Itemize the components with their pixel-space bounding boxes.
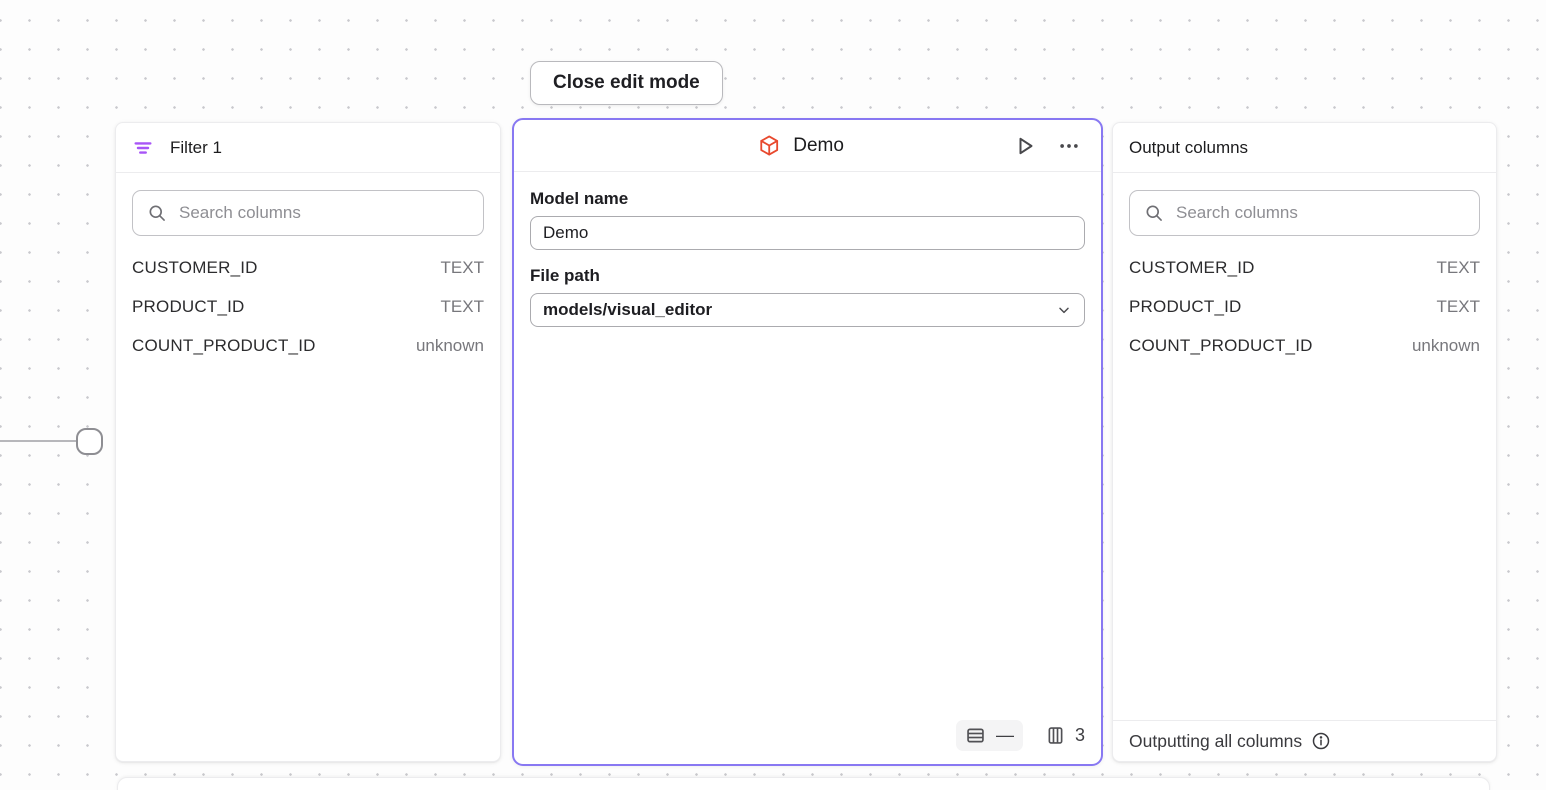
run-model-button[interactable] <box>1011 132 1039 160</box>
column-type: TEXT <box>440 257 484 277</box>
file-path-value: models/visual_editor <box>543 300 713 319</box>
model-name-label: Model name <box>530 189 629 208</box>
model-node-panel[interactable]: Demo <box>512 118 1103 766</box>
filter-panel-title: Filter 1 <box>170 137 222 157</box>
column-name: CUSTOMER_ID <box>132 257 258 277</box>
play-icon <box>1013 134 1037 158</box>
outputting-all-columns-label: Outputting all columns <box>1129 730 1303 751</box>
column-row[interactable]: CUSTOMER_ID TEXT <box>1129 248 1480 287</box>
file-path-label: File path <box>530 266 600 285</box>
bottom-panel[interactable] <box>117 777 1490 790</box>
model-name-input[interactable] <box>530 216 1085 250</box>
connector-handle[interactable] <box>76 428 103 455</box>
filter-icon <box>132 137 154 159</box>
column-count-stat[interactable]: 3 <box>1045 725 1085 746</box>
output-panel-footer: Outputting all columns <box>1113 720 1496 761</box>
info-icon[interactable] <box>1311 731 1331 751</box>
connector-edge <box>0 440 78 442</box>
column-row[interactable]: COUNT_PRODUCT_ID unknown <box>132 326 484 365</box>
chevron-down-icon <box>1056 302 1072 318</box>
search-icon <box>1144 203 1164 223</box>
more-options-button[interactable] <box>1055 132 1083 160</box>
column-count-value: 3 <box>1074 725 1085 745</box>
output-columns-panel[interactable]: Output columns CUSTOMER_ID TEXT PRODUCT_… <box>1112 122 1497 762</box>
output-search-input[interactable] <box>1176 203 1465 223</box>
cube-icon <box>757 134 780 157</box>
filter-panel-header: Filter 1 <box>116 123 500 173</box>
model-panel-title: Demo <box>793 134 844 156</box>
output-panel-header: Output columns <box>1113 123 1496 173</box>
file-path-select[interactable]: models/visual_editor <box>530 293 1085 327</box>
column-type: unknown <box>1411 335 1480 355</box>
model-title-group: Demo <box>757 120 844 171</box>
table-columns-icon <box>1045 725 1066 746</box>
column-row[interactable]: COUNT_PRODUCT_ID unknown <box>1129 326 1480 365</box>
column-row[interactable]: PRODUCT_ID TEXT <box>1129 287 1480 326</box>
filter-search-box <box>132 190 484 236</box>
row-count-value: — <box>995 725 1014 745</box>
column-type: TEXT <box>1436 296 1480 316</box>
model-panel-header: Demo <box>514 120 1101 172</box>
output-column-list: CUSTOMER_ID TEXT PRODUCT_ID TEXT COUNT_P… <box>1113 244 1496 365</box>
table-rows-icon <box>965 725 986 746</box>
column-name: CUSTOMER_ID <box>1129 257 1255 277</box>
search-icon <box>147 203 167 223</box>
ellipsis-icon <box>1058 135 1080 157</box>
row-count-stat[interactable]: — <box>955 720 1023 751</box>
column-row[interactable]: PRODUCT_ID TEXT <box>132 287 484 326</box>
model-panel-body: Model name File path models/visual_edito… <box>514 172 1101 344</box>
column-name: COUNT_PRODUCT_ID <box>1129 335 1313 355</box>
column-row[interactable]: CUSTOMER_ID TEXT <box>132 248 484 287</box>
filter-search-input[interactable] <box>179 203 469 223</box>
column-name: PRODUCT_ID <box>1129 296 1242 316</box>
output-search-box <box>1129 190 1480 236</box>
filter-node-panel[interactable]: Filter 1 CUSTOMER_ID TEXT PRODUCT_ID TEX… <box>115 122 501 762</box>
column-type: unknown <box>415 335 484 355</box>
column-type: TEXT <box>1436 257 1480 277</box>
model-panel-footer: — 3 <box>514 720 1101 764</box>
close-edit-mode-button[interactable]: Close edit mode <box>530 61 723 105</box>
output-panel-title: Output columns <box>1129 137 1249 157</box>
column-name: COUNT_PRODUCT_ID <box>132 335 316 355</box>
filter-column-list: CUSTOMER_ID TEXT PRODUCT_ID TEXT COUNT_P… <box>116 244 500 365</box>
column-name: PRODUCT_ID <box>132 296 245 316</box>
column-type: TEXT <box>440 296 484 316</box>
model-header-actions <box>1011 132 1083 160</box>
